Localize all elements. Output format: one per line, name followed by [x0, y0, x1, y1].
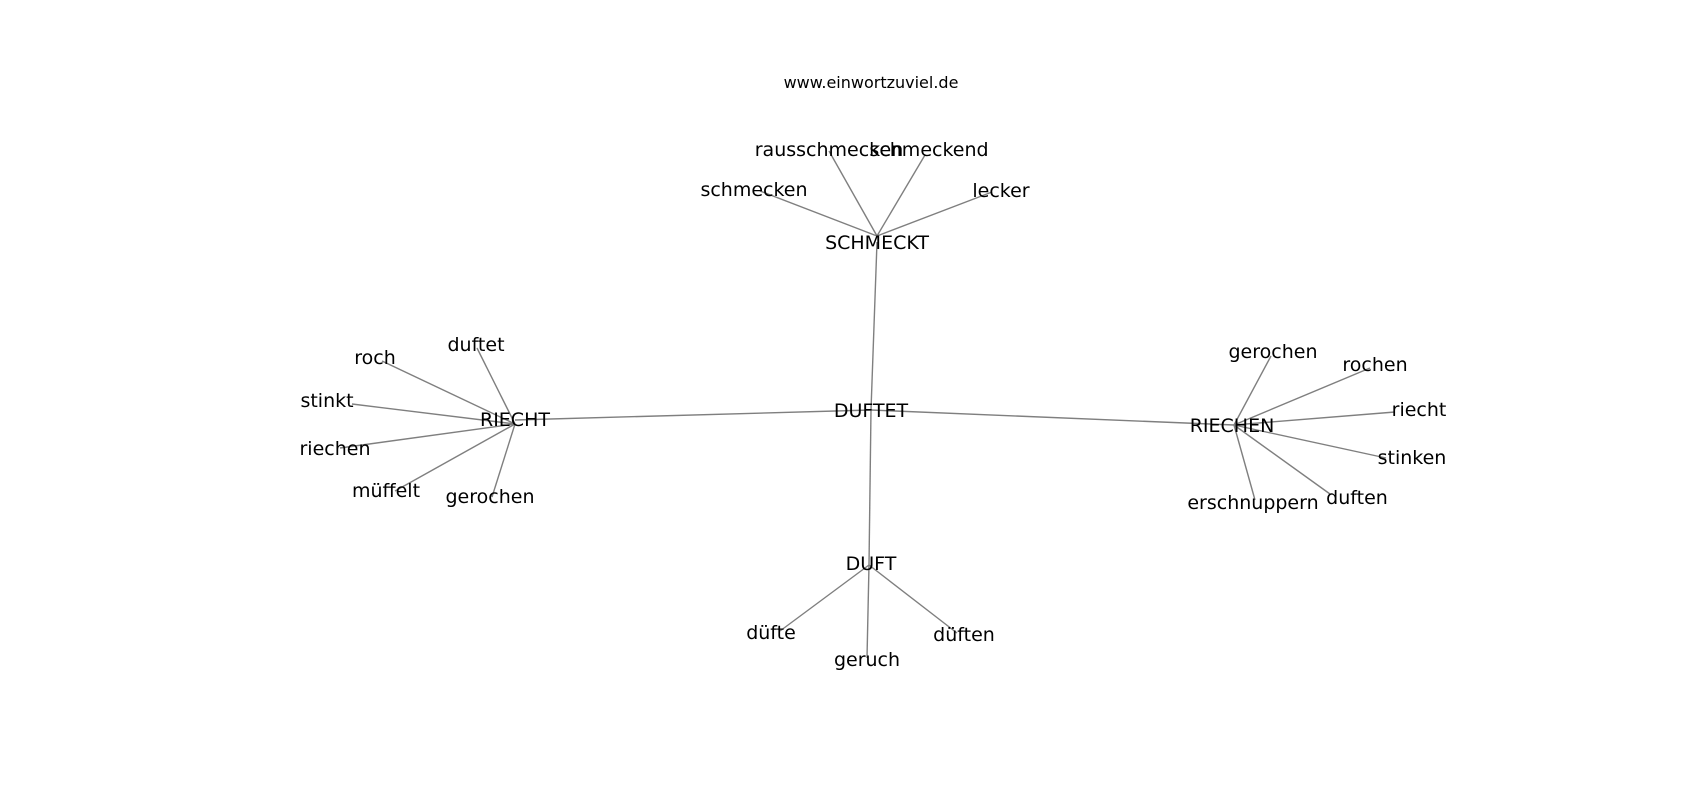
edge-riechen-rochen	[1233, 367, 1371, 426]
edge-riecht-roch	[381, 360, 516, 425]
edge-center-schmeckt	[870, 241, 878, 411]
edge-duft-geruch	[866, 564, 870, 659]
edge-duft-duften	[868, 564, 958, 634]
edge-duft-dufte	[779, 564, 870, 632]
leaf-node: rochen	[1342, 354, 1407, 376]
edge-riechen-erschnuppern	[1233, 424, 1256, 501]
leaf-node: stinken	[1378, 447, 1447, 469]
edge-schmeckt-schmeckend	[876, 154, 926, 237]
edge-schmeckt-lecker	[876, 191, 993, 237]
edge-center-riechen	[870, 409, 1235, 426]
edge-center-duft	[868, 409, 872, 566]
edge-center-riecht	[514, 409, 872, 421]
leaf-node: schmeckend	[869, 139, 988, 161]
leaf-node: erschnuppern	[1187, 492, 1318, 514]
edge-riecht-muffelt	[394, 423, 516, 492]
edge-riecht-gerochen	[491, 423, 516, 498]
leaf-node: duften	[1326, 487, 1388, 509]
edge-riecht-duftet	[476, 347, 516, 425]
edge-riechen-stinken	[1233, 424, 1387, 459]
edge-schmeckt-schmecken	[759, 190, 878, 237]
leaf-node: düften	[933, 624, 995, 646]
graph-labels: www.einwortzuviel.de DUFTET SCHMECKT rau…	[300, 73, 1447, 671]
leaf-node: duftet	[447, 334, 504, 356]
edge-riechen-duften	[1233, 424, 1331, 495]
leaf-node: riechen	[300, 438, 371, 460]
leaf-node: gerochen	[1229, 341, 1318, 363]
center-node: DUFTET	[834, 400, 909, 422]
leaf-node: schmecken	[700, 179, 807, 201]
leaf-node: geruch	[834, 649, 900, 671]
hub-node-riecht: RIECHT	[480, 409, 550, 431]
hub-node-duft: DUFT	[846, 553, 897, 575]
hub-node-riechen: RIECHEN	[1190, 415, 1275, 437]
leaf-node: düfte	[746, 622, 796, 644]
graph-edges	[339, 150, 1396, 659]
edge-riecht-stinkt	[351, 403, 516, 425]
leaf-node: müffelt	[352, 480, 420, 502]
leaf-node: lecker	[972, 180, 1029, 202]
leaf-node: stinkt	[300, 390, 353, 412]
leaf-node: rausschmecken	[755, 139, 903, 161]
edge-schmeckt-rausschmecken	[828, 150, 878, 237]
edge-riechen-gerochen	[1233, 355, 1272, 426]
site-url: www.einwortzuviel.de	[784, 73, 959, 92]
leaf-node: gerochen	[446, 486, 535, 508]
leaf-node: roch	[354, 347, 396, 369]
edge-riechen-riecht	[1233, 411, 1396, 426]
leaf-node: riecht	[1392, 399, 1447, 421]
edge-riecht-riechen	[339, 423, 516, 449]
hub-node-schmeckt: SCHMECKT	[825, 232, 929, 254]
